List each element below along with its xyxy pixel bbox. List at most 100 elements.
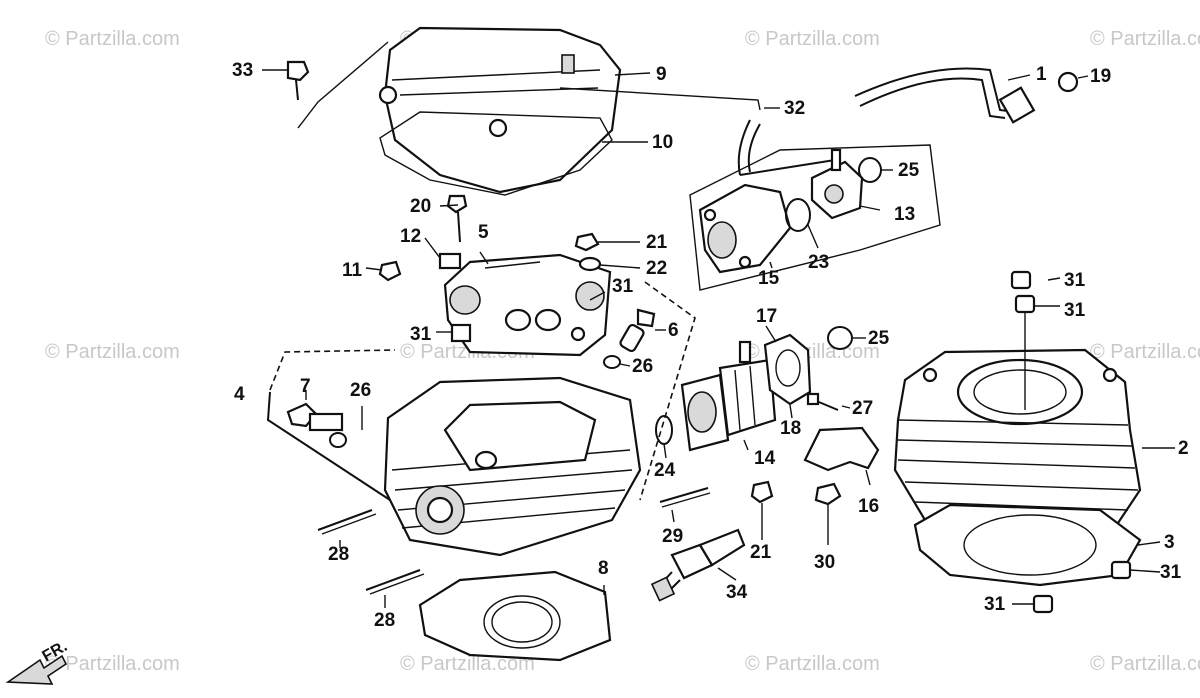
callout-31: 31	[1064, 270, 1086, 291]
callout-11: 11	[342, 260, 363, 281]
gasket-24[interactable]	[655, 415, 673, 445]
dowel-pin-31[interactable]	[1032, 594, 1054, 614]
callout-box	[266, 391, 391, 501]
callout-28: 28	[328, 544, 349, 565]
callout-31e: 31	[1160, 562, 1182, 583]
callout-28b: 28	[374, 610, 395, 631]
callout-26b: 26	[632, 356, 653, 377]
stud-bolt-29[interactable]	[659, 487, 709, 503]
callout-13: 13	[894, 204, 915, 225]
nut-21[interactable]	[574, 232, 600, 252]
leader-line	[297, 41, 389, 129]
callout-numbers: 1 2 3 4 5 6 7 8 9 10 11 12 13 14 15 16 1…	[232, 60, 1189, 631]
callout-box	[689, 144, 941, 291]
callout-8: 8	[598, 558, 609, 579]
bolt-7[interactable]	[286, 402, 344, 432]
rocker-arm-holder[interactable]	[443, 253, 612, 357]
callout-5: 5	[478, 222, 489, 243]
insulator-15[interactable]	[698, 183, 792, 274]
o-ring-26[interactable]	[603, 355, 621, 369]
watermark-text: © Partzilla.com	[745, 28, 880, 50]
watermark-text: © Partzilla.com	[1090, 28, 1200, 50]
watermark-text: © Partzilla.com	[45, 28, 180, 50]
callout-4: 4	[234, 384, 245, 405]
leader-lines	[262, 69, 1175, 608]
callout-15: 15	[758, 268, 780, 289]
callout-24: 24	[654, 460, 676, 481]
cylinder-gasket[interactable]	[913, 503, 1142, 587]
plate-12[interactable]	[438, 252, 462, 270]
o-ring-25[interactable]	[858, 157, 882, 183]
callout-12: 12	[400, 226, 421, 247]
o-ring-23[interactable]	[785, 198, 811, 232]
callout-20: 20	[410, 196, 431, 217]
cylinder-head[interactable]	[383, 376, 642, 557]
callout-31f: 31	[984, 594, 1006, 615]
o-ring-26[interactable]	[329, 432, 347, 448]
callout-33: 33	[232, 60, 253, 81]
bracket-16[interactable]	[803, 426, 880, 472]
front-arrow-icon: FR.	[5, 638, 70, 685]
nut-21[interactable]	[750, 480, 774, 504]
spark-plug[interactable]	[650, 528, 746, 602]
screw-27[interactable]	[806, 392, 839, 411]
callout-7: 7	[300, 376, 311, 397]
dowel-pin-31[interactable]	[1110, 560, 1132, 580]
watermark-text: © Partzilla.com	[1090, 341, 1200, 363]
leader-line	[559, 87, 761, 111]
callout-2: 2	[1178, 438, 1189, 459]
bolt-20[interactable]	[446, 194, 468, 243]
washer-22[interactable]	[578, 256, 602, 272]
stud-bolt-28[interactable]	[317, 509, 373, 531]
callout-31d: 31	[410, 324, 432, 345]
callout-27: 27	[852, 398, 873, 419]
callout-21: 21	[646, 232, 668, 253]
callout-21b: 21	[750, 542, 772, 563]
joint-13[interactable]	[810, 148, 864, 220]
watermark-text: © Partzilla.com	[45, 653, 180, 675]
callout-16: 16	[858, 496, 879, 517]
clamp-band[interactable]	[763, 333, 812, 406]
callout-25: 25	[898, 160, 920, 181]
cylinder[interactable]	[893, 348, 1142, 547]
head-cover-gasket[interactable]	[379, 111, 613, 196]
hose-clip[interactable]	[1057, 71, 1079, 93]
callout-25b: 25	[868, 328, 890, 349]
callout-32: 32	[784, 98, 805, 119]
watermark-text: © Partzilla.com	[1090, 653, 1200, 675]
cylinder-head-cover[interactable]	[378, 26, 622, 194]
bolt-6[interactable]	[619, 308, 656, 353]
callout-18: 18	[780, 418, 801, 439]
callout-6: 6	[668, 320, 679, 341]
callout-1: 1	[1036, 64, 1047, 85]
callout-22: 22	[646, 258, 667, 279]
dowel-pin-31[interactable]	[1010, 270, 1032, 290]
callout-box	[269, 349, 396, 391]
breather-hose[interactable]	[737, 67, 1036, 176]
callout-31b: 31	[1064, 300, 1086, 321]
callout-23: 23	[808, 252, 829, 273]
watermark-text: © Partzilla.com	[400, 653, 535, 675]
head-gasket[interactable]	[418, 570, 612, 662]
dowel-pin-31[interactable]	[1014, 294, 1036, 314]
watermark-text: © Partzilla.com	[745, 653, 880, 675]
nut-11[interactable]	[378, 260, 402, 282]
callout-17: 17	[756, 306, 777, 327]
carburetor-insulator[interactable]	[680, 340, 777, 452]
callout-30: 30	[814, 552, 835, 573]
callout-10: 10	[652, 132, 673, 153]
stud-bolt-28[interactable]	[365, 569, 421, 591]
callout-26: 26	[350, 380, 371, 401]
nut-30[interactable]	[814, 482, 842, 506]
callout-14: 14	[754, 448, 776, 469]
dowel-pin-31[interactable]	[450, 323, 472, 343]
callout-19: 19	[1090, 66, 1111, 87]
callout-9: 9	[656, 64, 667, 85]
watermark-text: © Partzilla.com	[45, 341, 180, 363]
callout-31c: 31	[612, 276, 634, 297]
callout-3: 3	[1164, 532, 1175, 553]
bolt-33[interactable]	[286, 60, 310, 101]
callout-29: 29	[662, 526, 683, 547]
